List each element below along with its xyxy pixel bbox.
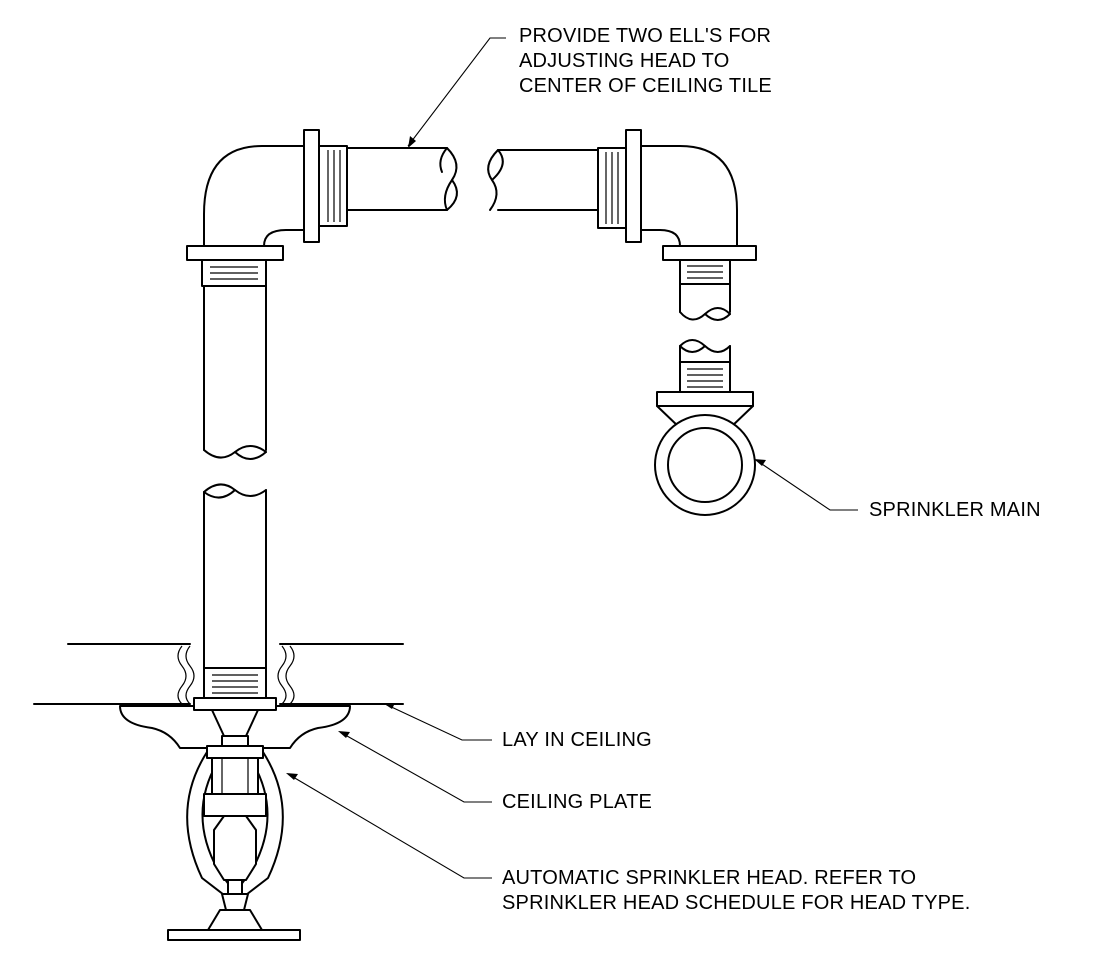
callout-sprinkler-head: AUTOMATIC SPRINKLER HEAD. REFER TO SPRIN… [502,866,970,916]
vertical-drop-pipe-lower [203,483,267,699]
callout-ells-line-3: CENTER OF CEILING TILE [519,75,772,97]
callout-sprinkler-head-line-2: SPRINKLER HEAD SCHEDULE FOR HEAD TYPE. [502,892,971,914]
horizontal-pipe-left [318,145,458,227]
left-elbow-fitting [186,129,320,261]
callout-sprinkler-main: SPRINKLER MAIN [869,499,1041,521]
callout-ells: PROVIDE TWO ELL'S FOR ADJUSTING HEAD TO … [519,24,772,99]
callout-ells-line-1: PROVIDE TWO ELL'S FOR [519,25,772,47]
callout-ells-line-2: ADJUSTING HEAD TO [519,50,730,72]
horizontal-pipe-right [487,147,627,229]
riser-pipe-lower [679,339,731,393]
callout-sprinkler-head-line-1: AUTOMATIC SPRINKLER HEAD. REFER TO [502,867,917,889]
riser-pipe-upper [679,259,731,321]
callout-ceiling-plate: CEILING PLATE [502,791,653,813]
vertical-drop-pipe-upper [201,259,267,460]
sprinkler-head [167,697,301,941]
callout-lay-in-ceiling: LAY IN CEILING [502,729,652,751]
lay-in-ceiling-tile [33,643,404,705]
right-elbow-fitting [625,129,757,261]
callout-leaders [286,37,858,879]
sprinkler-main-pipe [654,414,756,516]
